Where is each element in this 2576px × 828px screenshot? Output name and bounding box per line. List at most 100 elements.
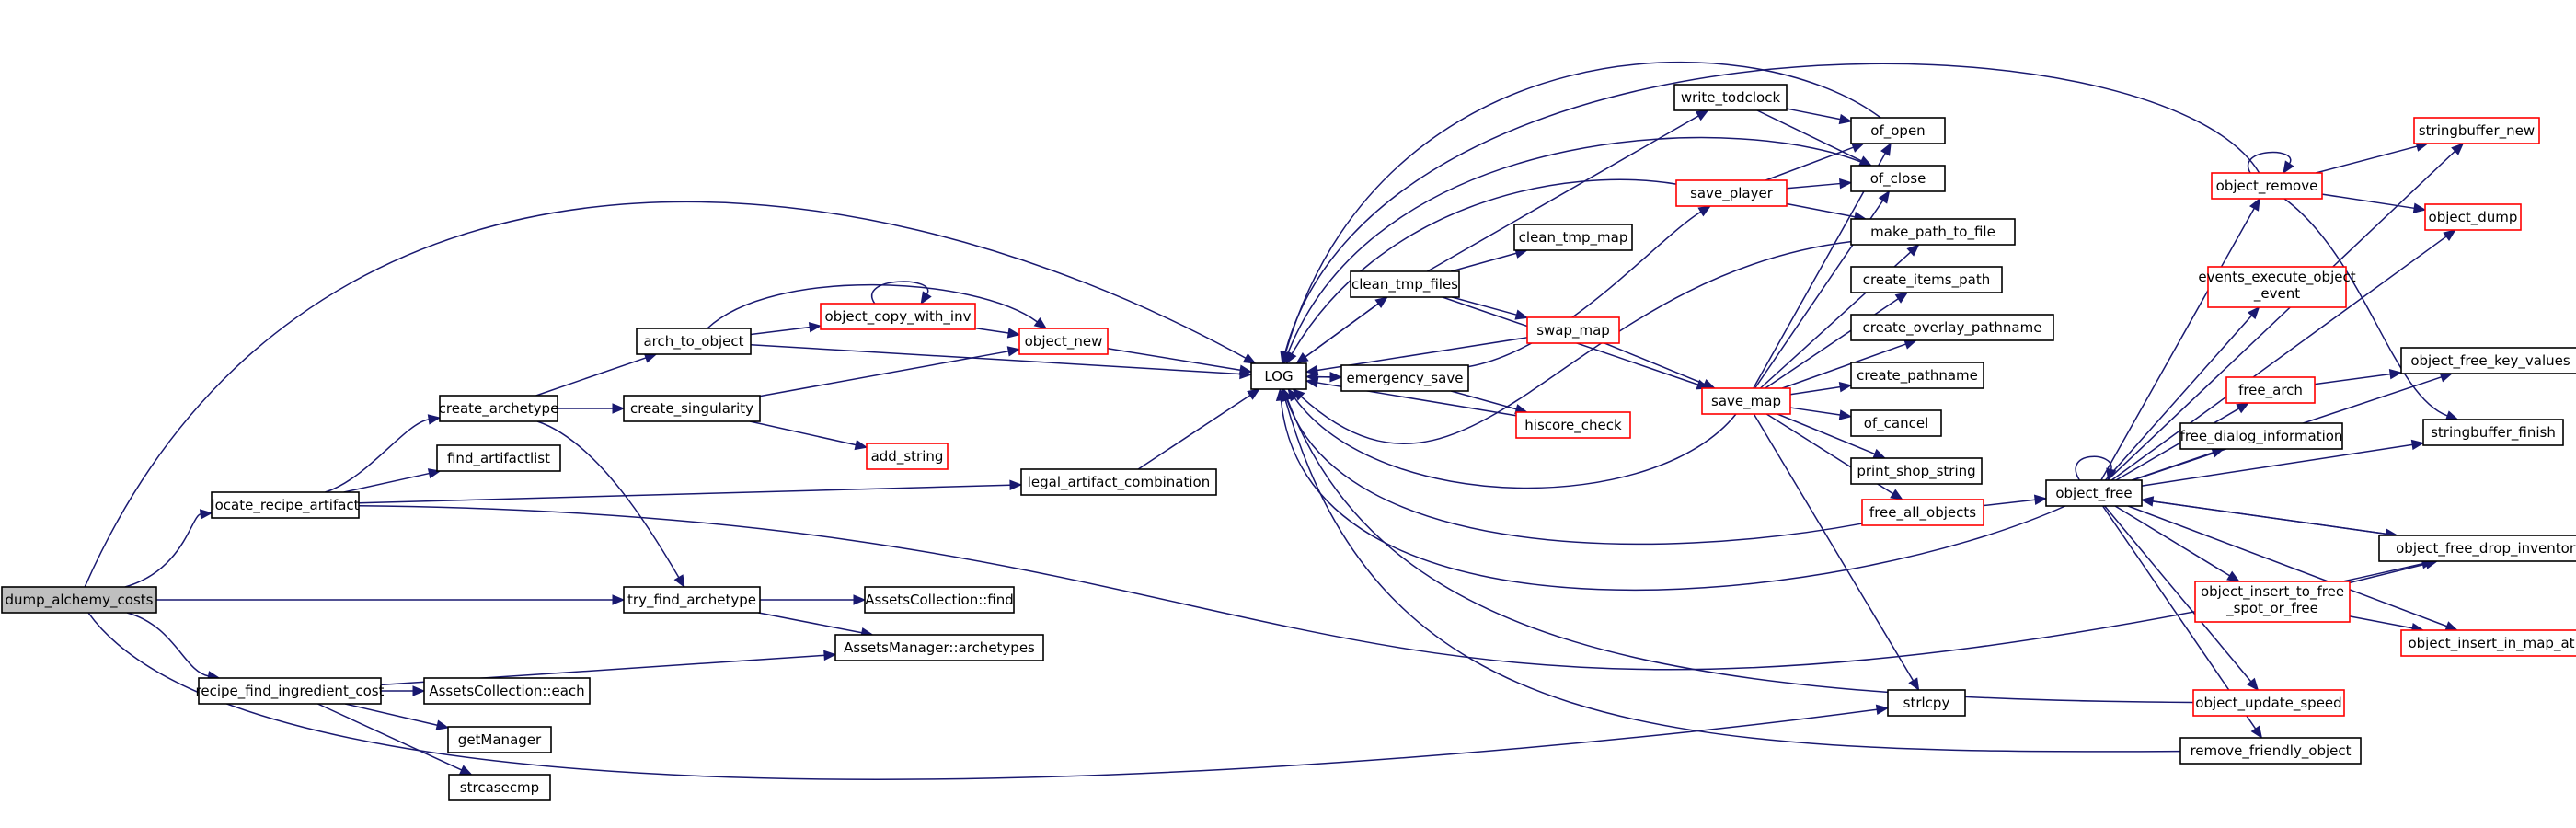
node-box[interactable] [1850,314,2054,341]
node-object_free[interactable]: object_free [2045,479,2143,507]
node-hiscore_check[interactable]: hiscore_check [1515,411,1631,439]
node-AssetsCollection::each[interactable]: AssetsCollection::each [423,677,591,705]
node-link-getManager[interactable]: getManager [447,726,552,753]
node-link-recipe_find_ingredient_cost[interactable]: recipe_find_ingredient_cost [196,677,385,705]
node-box[interactable] [198,677,382,705]
node-link-create_archetype[interactable]: create_archetype [439,395,559,422]
node-box[interactable] [439,395,558,422]
node-link-save_player[interactable]: save_player [1675,179,1788,207]
node-link-free_all_objects[interactable]: free_all_objects [1861,499,1984,526]
node-link-AssetsManager::archetypes[interactable]: AssetsManager::archetypes [834,634,1044,661]
node-link-free_arch[interactable]: free_arch [2225,376,2316,404]
node-link-create_singularity[interactable]: create_singularity [623,395,761,422]
node-create_archetype[interactable]: create_archetype [439,395,559,422]
node-box[interactable] [1701,387,1791,415]
node-remove_friendly_object[interactable]: remove_friendly_object [2179,737,2362,765]
node-box[interactable] [2179,737,2362,765]
node-link-create_overlay_pathname[interactable]: create_overlay_pathname [1850,314,2054,341]
node-link-emergency_save[interactable]: emergency_save [1340,364,1469,392]
node-object_new[interactable]: object_new [1018,328,1109,355]
node-link-free_dialog_information[interactable]: free_dialog_information [2179,422,2343,450]
node-box[interactable] [2378,535,2576,562]
node-link-object_dump[interactable]: object_dump [2424,203,2522,231]
node-box[interactable] [636,328,752,355]
node-link-hiscore_check[interactable]: hiscore_check [1515,411,1631,439]
node-link-find_artifactlist[interactable]: find_artifactlist [436,444,561,472]
node-link-LOG[interactable]: LOG [1250,362,1307,390]
node-box[interactable] [2413,117,2540,144]
node-box[interactable] [866,443,949,470]
node-emergency_save[interactable]: emergency_save [1340,364,1469,392]
node-box[interactable] [423,677,591,705]
node-clean_tmp_map[interactable]: clean_tmp_map [1513,224,1633,251]
node-link-strlcpy[interactable]: strlcpy [1887,689,1966,717]
node-link-remove_friendly_object[interactable]: remove_friendly_object [2179,737,2362,765]
node-object_update_speed[interactable]: object_update_speed [2192,689,2345,717]
node-find_artifactlist[interactable]: find_artifactlist [436,444,561,472]
node-link-of_close[interactable]: of_close [1850,165,1946,192]
node-clean_tmp_files[interactable]: clean_tmp_files [1350,270,1460,298]
node-box[interactable] [1513,224,1633,251]
node-link-save_map[interactable]: save_map [1701,387,1791,415]
node-box[interactable] [1018,328,1109,355]
node-of_open[interactable]: of_open [1850,117,1946,144]
node-box[interactable] [623,395,761,422]
node-box[interactable] [1850,266,2003,293]
node-link-of_open[interactable]: of_open [1850,117,1946,144]
node-box[interactable] [2045,479,2143,507]
node-link-arch_to_object[interactable]: arch_to_object [636,328,752,355]
node-create_singularity[interactable]: create_singularity [623,395,761,422]
node-link-AssetsCollection::find[interactable]: AssetsCollection::find [864,586,1015,614]
node-link-stringbuffer_new[interactable]: stringbuffer_new [2413,117,2540,144]
node-events_execute_object_event[interactable]: events_execute_object_event [2198,266,2356,308]
node-create_items_path[interactable]: create_items_path [1850,266,2003,293]
node-object_copy_with_inv[interactable]: object_copy_with_inv [820,303,976,330]
node-link-object_insert_to_free_spot_or_free[interactable]: object_insert_to_free_spot_or_free [2194,581,2351,623]
node-box[interactable] [2422,419,2564,446]
node-object_insert_to_free_spot_or_free[interactable]: object_insert_to_free_spot_or_free [2194,581,2351,623]
node-link-create_items_path[interactable]: create_items_path [1850,266,2003,293]
node-object_remove[interactable]: object_remove [2211,172,2323,200]
node-recipe_find_ingredient_cost[interactable]: recipe_find_ingredient_cost [196,677,385,705]
node-link-stringbuffer_finish[interactable]: stringbuffer_finish [2422,419,2564,446]
node-box[interactable] [1250,362,1307,390]
node-box[interactable] [2194,581,2351,623]
node-box[interactable] [1887,689,1966,717]
node-box[interactable] [1850,362,1984,389]
node-save_player[interactable]: save_player [1675,179,1788,207]
node-box[interactable] [820,303,976,330]
node-object_dump[interactable]: object_dump [2424,203,2522,231]
node-link-of_cancel[interactable]: of_cancel [1850,409,1942,437]
node-box[interactable] [1850,218,2016,246]
node-link-dump_alchemy_costs[interactable]: dump_alchemy_costs [1,586,157,614]
node-link-object_update_speed[interactable]: object_update_speed [2192,689,2345,717]
node-box[interactable] [1020,468,1217,496]
node-of_close[interactable]: of_close [1850,165,1946,192]
node-box[interactable] [436,444,561,472]
node-box[interactable] [1350,270,1460,298]
node-strcasecmp[interactable]: strcasecmp [448,774,551,801]
node-object_free_drop_inventory[interactable]: object_free_drop_inventory [2378,535,2576,562]
node-stringbuffer_new[interactable]: stringbuffer_new [2413,117,2540,144]
node-locate_recipe_artifact[interactable]: locate_recipe_artifact [211,491,360,519]
node-strlcpy[interactable]: strlcpy [1887,689,1966,717]
node-free_dialog_information[interactable]: free_dialog_information [2179,422,2343,450]
node-write_todclock[interactable]: write_todclock [1673,84,1788,111]
node-dump_alchemy_costs[interactable]: dump_alchemy_costs [1,586,157,614]
node-box[interactable] [1850,165,1946,192]
node-stringbuffer_finish[interactable]: stringbuffer_finish [2422,419,2564,446]
node-save_map[interactable]: save_map [1701,387,1791,415]
node-link-try_find_archetype[interactable]: try_find_archetype [623,586,761,614]
node-box[interactable] [448,774,551,801]
node-link-events_execute_object_event[interactable]: events_execute_object_event [2198,266,2356,308]
node-legal_artifact_combination[interactable]: legal_artifact_combination [1020,468,1217,496]
node-free_all_objects[interactable]: free_all_objects [1861,499,1984,526]
node-box[interactable] [1675,179,1788,207]
node-box[interactable] [1673,84,1788,111]
node-swap_map[interactable]: swap_map [1526,316,1620,344]
node-LOG[interactable]: LOG [1250,362,1307,390]
node-arch_to_object[interactable]: arch_to_object [636,328,752,355]
node-box[interactable] [864,586,1015,614]
node-link-strcasecmp[interactable]: strcasecmp [448,774,551,801]
node-link-object_free[interactable]: object_free [2045,479,2143,507]
